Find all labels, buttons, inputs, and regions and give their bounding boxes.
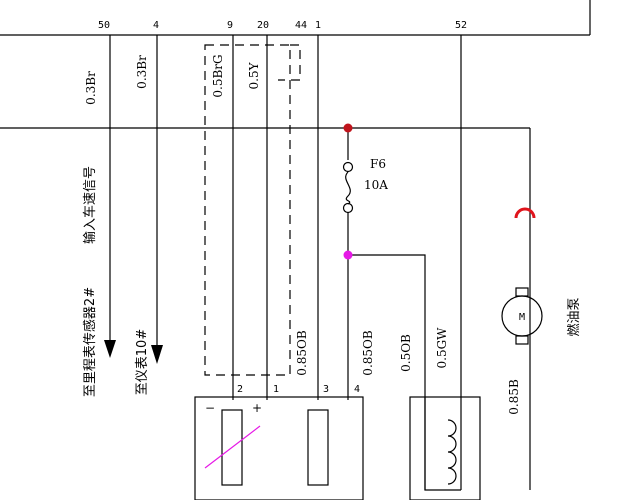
fuse-terminal-bottom [342, 202, 354, 214]
junction-magenta [343, 250, 353, 260]
pin-20: 20 [257, 20, 269, 31]
wire-label-8: 0.5GW [435, 327, 449, 369]
pin-52: 52 [455, 20, 467, 31]
fuse-icon [345, 171, 351, 205]
pin-b4: 4 [354, 384, 360, 395]
adjust-arrow-icon [204, 425, 261, 469]
minus-sign: − [205, 401, 215, 415]
resistor [307, 409, 329, 486]
wire-label-9: 0.85B [507, 379, 521, 415]
fuel-pump-label: 燃油泵 [566, 297, 582, 336]
instrument-label: 至仪表10# [135, 329, 150, 395]
pin-b1: 1 [273, 384, 279, 395]
shield-dashed-box [204, 44, 291, 376]
wire-label-3: 0.5BrG [211, 54, 225, 97]
speed-input-label: 输入车速信号 [82, 166, 98, 244]
wire-label-2: 0.3Br [135, 55, 149, 89]
plus-sign: + [252, 401, 262, 415]
wire-label-6: 0.85OB [361, 330, 375, 376]
odometer-sensor-label: 至里程表传感器2# [82, 287, 98, 397]
shield-drain [278, 44, 301, 81]
wire-label-4: 0.5Y [247, 61, 261, 89]
wire-label-1: 0.3Br [84, 71, 98, 105]
pin-4: 4 [153, 20, 159, 31]
fuse-rating: 10A [364, 178, 388, 192]
pin-44: 44 [295, 20, 307, 31]
coil-frame [424, 397, 461, 491]
motor-brush-bottom [515, 335, 529, 345]
pin-b3: 3 [323, 384, 329, 395]
motor-letter: M [519, 312, 525, 323]
variable-resistor [221, 409, 243, 486]
pin-50: 50 [98, 20, 110, 31]
red-arc-icon [514, 207, 536, 219]
arrow-down-icon [104, 340, 116, 358]
motor-brush-top [515, 287, 529, 297]
wire-to-relay [348, 254, 426, 490]
wire-label-5: 0.85OB [295, 330, 309, 376]
pin-b2: 2 [237, 384, 243, 395]
pin-9: 9 [227, 20, 233, 31]
junction-red [343, 123, 353, 133]
wire-label-7: 0.5OB [399, 334, 413, 372]
fuse-name: F6 [370, 157, 386, 171]
coil-icon [447, 419, 457, 485]
fuse-terminal-top [342, 161, 354, 173]
arrow-down-icon [151, 345, 163, 364]
relay-box [409, 396, 481, 500]
pin-1: 1 [315, 20, 321, 31]
sensor-box [194, 396, 364, 500]
